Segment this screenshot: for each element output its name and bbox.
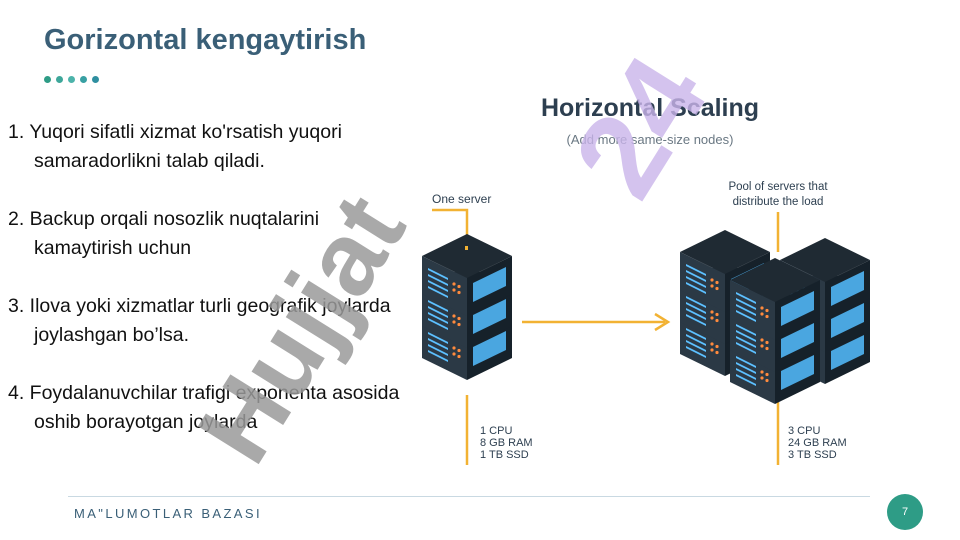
bullet-list: 1. Yuqori sifatli xizmat ko'rsatish yuqo… xyxy=(8,118,408,466)
decor-dot xyxy=(68,76,75,83)
diagram-title: Horizontal Scaling xyxy=(541,94,759,122)
page-number-badge: 7 xyxy=(887,494,923,530)
one-server-label: One server xyxy=(432,192,491,206)
left-spec-ram: 8 GB RAM xyxy=(480,437,533,449)
title-dots xyxy=(44,76,99,83)
footer-divider xyxy=(68,496,870,497)
list-item: 3. Ilova yoki xizmatlar turli geografik … xyxy=(8,295,391,346)
left-spec-ssd: 1 TB SSD xyxy=(480,449,529,461)
pool-label-line1: Pool of servers that xyxy=(728,181,828,193)
footer-title: MA"LUMOTLAR BAZASI xyxy=(74,506,262,521)
decor-dot xyxy=(44,76,51,83)
right-spec-ram: 24 GB RAM xyxy=(788,437,847,449)
diagram-subtitle: (Add more same-size nodes) xyxy=(567,132,734,147)
list-item: 4. Foydalanuvchilar trafigi exponenta as… xyxy=(8,382,400,433)
decor-dot xyxy=(80,76,87,83)
server-pool xyxy=(680,230,870,404)
right-spec-cpu: 3 CPU xyxy=(788,425,820,437)
decor-dot xyxy=(56,76,63,83)
horizontal-scaling-diagram: Horizontal Scaling (Add more same-size n… xyxy=(422,94,870,465)
pool-label-line2: distribute the load xyxy=(733,196,824,208)
list-item: 2. Backup orqali nosozlik nuqtalarini ka… xyxy=(8,208,320,259)
decor-dot xyxy=(92,76,99,83)
slide-title: Gorizontal kengaytirish xyxy=(44,24,367,56)
list-item: 1. Yuqori sifatli xizmat ko'rsatish yuqo… xyxy=(8,121,342,172)
left-spec-cpu: 1 CPU xyxy=(480,425,512,437)
right-spec-ssd: 3 TB SSD xyxy=(788,449,837,461)
single-server-stack xyxy=(422,234,512,380)
